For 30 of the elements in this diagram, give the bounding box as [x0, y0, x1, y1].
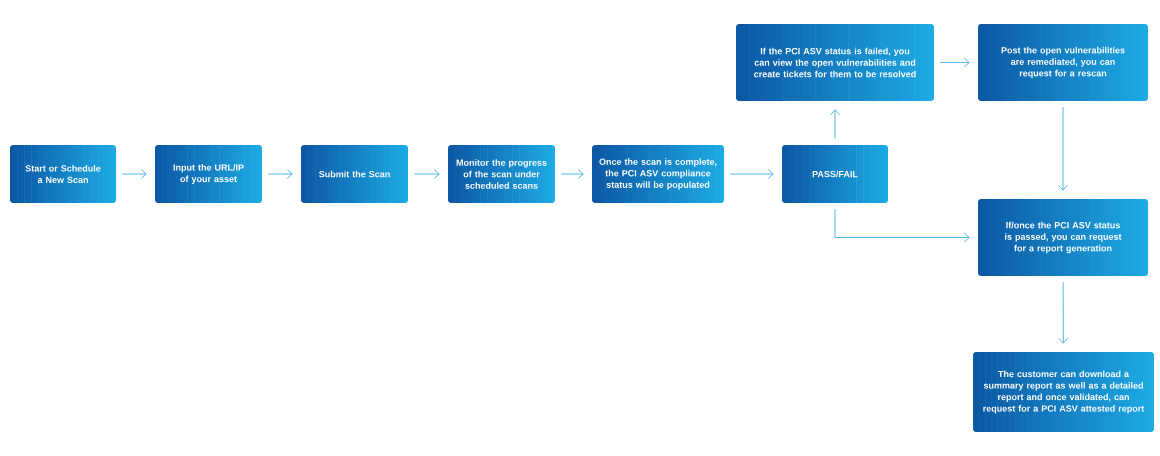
- process-box: The customer can download a summary report as well as a detailed report and once validated, can request for a PCI ASV attested report: [973, 352, 1154, 432]
- process-box: Once the scan is complete, the PCI ASV compliance status will be populated: [592, 145, 724, 203]
- arrow: [121, 169, 147, 179]
- node-label: PASS/FAIL: [812, 170, 858, 178]
- process-box: Monitor the progress of the scan under scheduled scans: [448, 145, 555, 203]
- process-box: PASS/FAIL: [782, 145, 888, 203]
- arrow: [267, 169, 293, 179]
- process-box: Start or Schedule a New Scan: [10, 145, 116, 203]
- node-label: Once the scan is complete, the PCI ASV compliance status will be populated: [599, 158, 717, 190]
- arrow: [1058, 106, 1068, 191]
- process-box: Input the URL/IP of your asset: [155, 145, 262, 203]
- arrow: [729, 169, 774, 179]
- arrow: [939, 57, 970, 68]
- node-label: Input the URL/IP of your asset: [173, 164, 244, 184]
- node-label: If the PCI ASV status is failed, you can view the open vulnerabilities and create tickets for them to be resolved: [754, 47, 916, 78]
- process-box: Post the open vulnerabilities are remediated, you can request for a rescan: [978, 24, 1148, 101]
- node-label: Post the open vulnerabilities are remediated, you can request for a rescan: [1001, 46, 1125, 79]
- arrow: [1058, 281, 1069, 344]
- arrow: [413, 169, 440, 179]
- process-box: If/once the PCI ASV status is passed, you can request for a report generation: [978, 199, 1148, 276]
- arrow: [834, 208, 970, 243]
- node-label: Submit the Scan: [319, 170, 390, 178]
- node-label: The customer can download a summary report as well as a detailed report and once validated, can request for a PCI ASV attested report: [983, 370, 1145, 414]
- node-label: Start or Schedule a New Scan: [25, 164, 101, 184]
- node-label: If/once the PCI ASV status is passed, you can request for a report generation: [1005, 221, 1122, 254]
- process-box: Submit the Scan: [301, 145, 408, 203]
- process-box: If the PCI ASV status is failed, you can view the open vulnerabilities and create tickets for them to be resolved: [736, 24, 934, 101]
- arrow: [830, 109, 840, 140]
- node-label: Monitor the progress of the scan under scheduled scans: [456, 159, 547, 189]
- arrow: [560, 169, 584, 179]
